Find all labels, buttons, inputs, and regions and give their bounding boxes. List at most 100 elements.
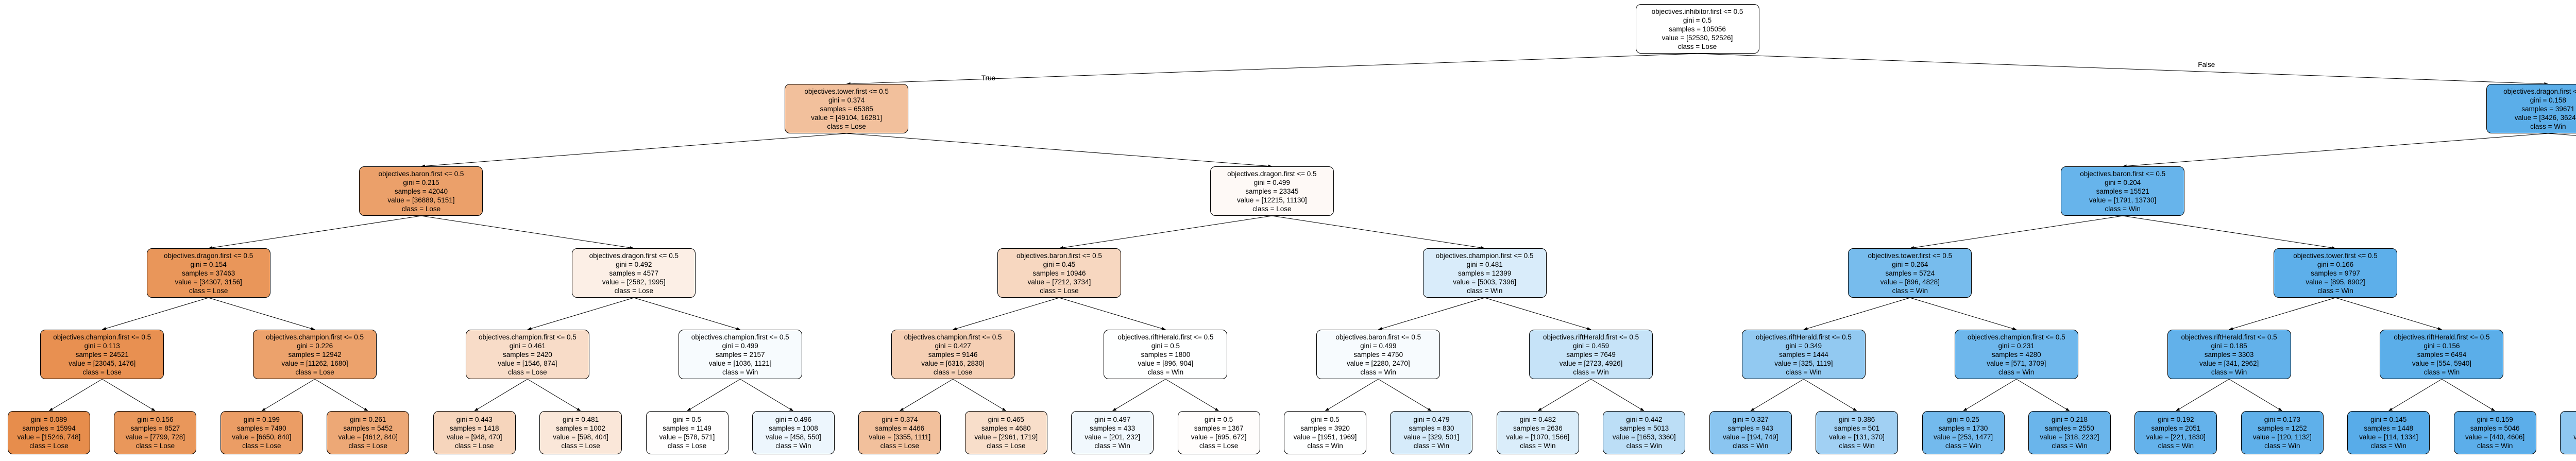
node-class: class = Lose xyxy=(1677,42,1717,50)
node-class: class = Lose xyxy=(82,368,122,376)
node-samples: samples = 5013 xyxy=(1619,424,1669,432)
node-condition: objectives.champion.first <= 0.5 xyxy=(691,333,789,341)
node-value: value = [201, 232] xyxy=(1084,433,1141,441)
node-gini: gini = 0.145 xyxy=(2370,416,2407,423)
node-class: class = Win xyxy=(1573,368,1609,376)
node-value: value = [120, 1132] xyxy=(2252,433,2312,441)
tree-edge xyxy=(1803,379,1857,412)
node-value: value = [34307, 3156] xyxy=(175,278,242,286)
tree-edge xyxy=(1059,297,1166,330)
node-condition: objectives.baron.first <= 0.5 xyxy=(378,169,464,178)
node-value: value = [52530, 52526] xyxy=(1662,33,1733,42)
node-samples: samples = 1444 xyxy=(1779,350,1828,358)
node-value: value = [578, 571] xyxy=(659,433,715,441)
node-class: class = Lose xyxy=(933,368,973,376)
tree-edge xyxy=(1272,215,1485,249)
node-gini: gini = 0.482 xyxy=(1519,416,1556,423)
node-samples: samples = 8527 xyxy=(130,424,180,432)
node-condition: objectives.dragon.first <= 0.5 xyxy=(163,251,253,260)
node-samples: samples = 39671 xyxy=(2521,105,2575,113)
node-condition: objectives.tower.first <= 0.5 xyxy=(1868,251,1953,260)
node-class: class = Win xyxy=(2477,442,2513,450)
node-value: value = [1653, 3360] xyxy=(1612,433,1676,441)
tree-edge xyxy=(1059,215,1272,249)
node-gini: gini = 0.496 xyxy=(775,416,812,423)
tree-edge xyxy=(2122,133,2548,168)
node-value: value = [2723, 4926] xyxy=(1559,359,1623,367)
node-condition: objectives.baron.first <= 0.5 xyxy=(2080,169,2166,178)
tree-edge xyxy=(1378,379,1432,412)
node-class: class = Lose xyxy=(667,442,707,450)
node-samples: samples = 1008 xyxy=(769,424,818,432)
node-samples: samples = 1418 xyxy=(449,424,499,432)
node-value: value = [3355, 1111] xyxy=(869,433,931,441)
node-gini: gini = 0.218 xyxy=(2051,416,2088,423)
node-value: value = [2961, 1719] xyxy=(974,433,1038,441)
node-value: value = [6650, 840] xyxy=(232,433,292,441)
node-value: value = [1036, 1121] xyxy=(708,359,772,367)
tree-edge xyxy=(421,215,634,249)
tree-edge xyxy=(634,297,741,330)
node-samples: samples = 433 xyxy=(1090,424,1136,432)
node-class: class = Lose xyxy=(454,442,494,450)
node-class: class = Win xyxy=(1466,286,1503,295)
node-gini: gini = 0.261 xyxy=(350,416,386,423)
node-value: value = [2280, 2470] xyxy=(1346,359,1410,367)
node-class: class = Lose xyxy=(401,204,441,213)
node-samples: samples = 6494 xyxy=(2417,350,2467,358)
node-value: value = [3426, 36245] xyxy=(2514,113,2576,122)
node-samples: samples = 37463 xyxy=(182,269,235,277)
node-class: class = Win xyxy=(2211,368,2247,376)
tree-edge xyxy=(208,297,315,330)
node-gini: gini = 0.215 xyxy=(403,178,439,186)
node-class: class = Lose xyxy=(242,442,281,450)
node-value: value = [1791, 13730] xyxy=(2089,196,2157,204)
node-samples: samples = 24521 xyxy=(75,350,129,358)
node-value: value = [15246, 748] xyxy=(17,433,81,441)
tree-edge xyxy=(2229,379,2283,412)
node-class: class = Lose xyxy=(1199,442,1239,450)
node-gini: gini = 0.327 xyxy=(1732,416,1769,423)
tree-edge xyxy=(953,297,1060,330)
node-samples: samples = 15521 xyxy=(2096,187,2149,195)
node-samples: samples = 830 xyxy=(1409,424,1454,432)
node-class: class = Win xyxy=(1786,368,1822,376)
node-gini: gini = 0.374 xyxy=(828,96,865,104)
tree-edge xyxy=(1378,297,1485,330)
node-class: class = Win xyxy=(1945,442,1981,450)
node-class: class = Win xyxy=(1998,368,2035,376)
node-gini: gini = 0.25 xyxy=(1947,416,1979,423)
node-class: class = Lose xyxy=(135,442,175,450)
tree-edge xyxy=(1750,379,1804,412)
node-class: class = Lose xyxy=(614,286,653,295)
node-class: class = Win xyxy=(2424,368,2460,376)
node-value: value = [329, 501] xyxy=(1403,433,1460,441)
node-gini: gini = 0.497 xyxy=(1094,416,1131,423)
node-samples: samples = 4280 xyxy=(1991,350,2041,358)
node-value: value = [36889, 5151] xyxy=(387,196,455,204)
node-gini: gini = 0.156 xyxy=(2424,342,2460,350)
node-gini: gini = 0.5 xyxy=(1311,416,1340,423)
tree-edge xyxy=(1484,297,1591,330)
node-samples: samples = 943 xyxy=(1727,424,1773,432)
node-gini: gini = 0.192 xyxy=(2158,416,2194,423)
node-gini: gini = 0.113 xyxy=(84,342,120,350)
tree-edge xyxy=(2388,379,2442,412)
node-value: value = [253, 1477] xyxy=(1933,433,1993,441)
node-gini: gini = 0.481 xyxy=(1466,260,1503,268)
node-class: class = Lose xyxy=(827,122,866,130)
